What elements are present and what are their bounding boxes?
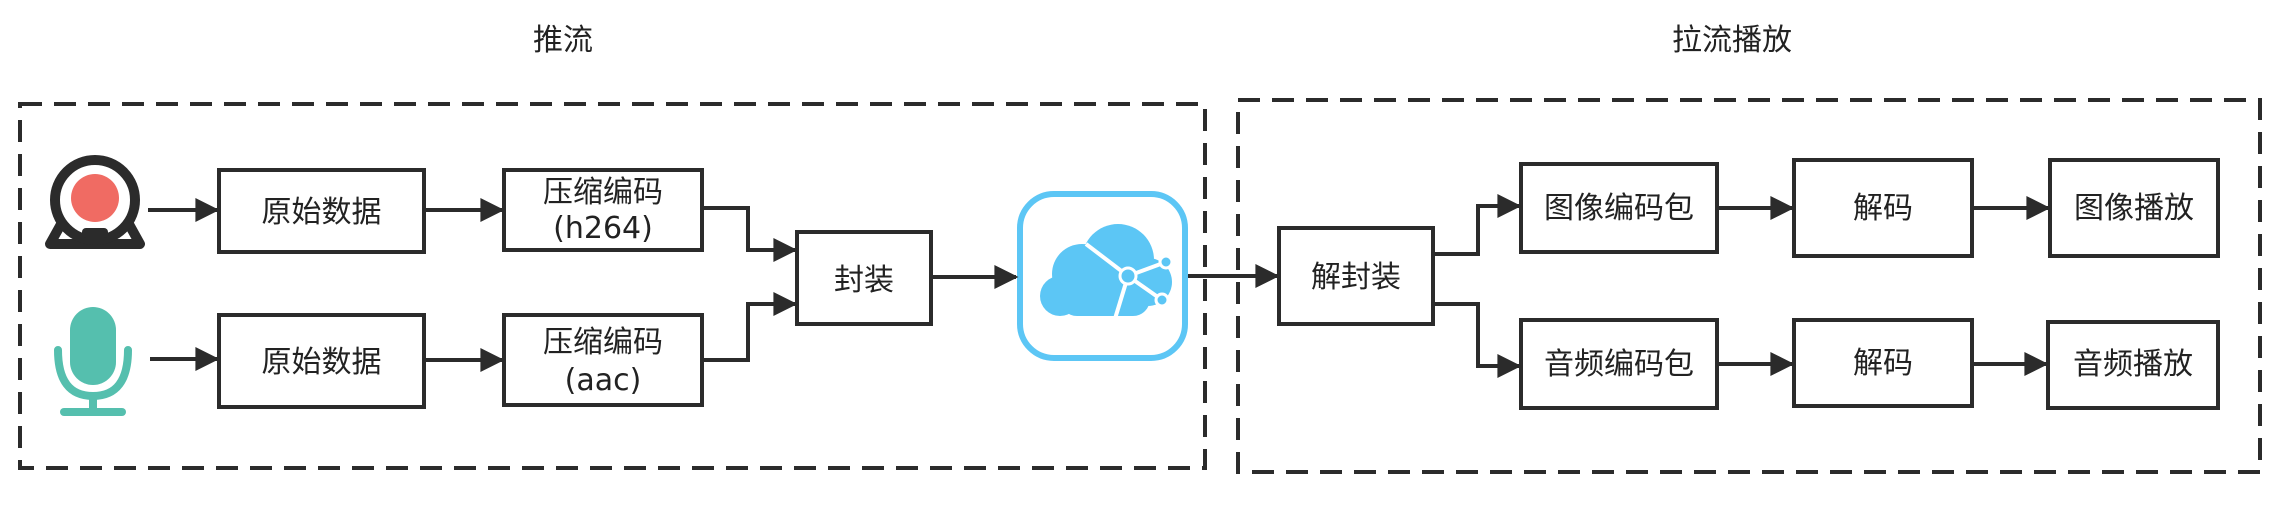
svg-text:图像播放: 图像播放 xyxy=(2074,191,2194,226)
cloud-server-icon xyxy=(1017,191,1188,361)
push-group-title: 推流 xyxy=(533,23,593,58)
mux-node: 封装 xyxy=(795,230,933,326)
svg-text:音频播放: 音频播放 xyxy=(2073,347,2193,382)
pull-group-title: 拉流播放 xyxy=(1672,23,1792,58)
audio-packet-node: 音频编码包 xyxy=(1519,318,1719,410)
decode-video-node: 解码 xyxy=(1792,158,1974,258)
webcam-icon xyxy=(45,155,145,249)
svg-text:原始数据: 原始数据 xyxy=(262,195,382,230)
edge-demux-to-audio-packet xyxy=(1433,302,1522,378)
svg-text:压缩编码: 压缩编码 xyxy=(543,175,663,210)
push-group xyxy=(18,102,1207,470)
decode-audio-node: 解码 xyxy=(1792,318,1974,408)
microphone-icon xyxy=(54,307,132,416)
pull-group xyxy=(1236,98,2262,474)
svg-text:原始数据: 原始数据 xyxy=(262,345,382,380)
svg-text:解码: 解码 xyxy=(1853,191,1913,226)
svg-text:解码: 解码 xyxy=(1853,346,1913,381)
edge-demux-to-video-packet xyxy=(1433,194,1522,256)
svg-text:压缩编码: 压缩编码 xyxy=(543,325,663,360)
svg-text:解封装: 解封装 xyxy=(1311,260,1401,295)
video-packet-node: 图像编码包 xyxy=(1519,162,1719,254)
demux-node: 解封装 xyxy=(1277,226,1435,326)
compress-video-node: 压缩编码 (h264) xyxy=(502,168,704,252)
svg-text:音频编码包: 音频编码包 xyxy=(1544,347,1694,382)
svg-text:(h264): (h264) xyxy=(553,211,653,246)
video-play-node: 图像播放 xyxy=(2048,158,2220,258)
audio-play-node: 音频播放 xyxy=(2046,320,2220,410)
svg-text:封装: 封装 xyxy=(834,263,894,298)
raw-video-node: 原始数据 xyxy=(217,168,426,254)
edge-compress-video-to-mux xyxy=(702,206,798,262)
edge-compress-audio-to-mux xyxy=(702,292,798,362)
svg-text:图像编码包: 图像编码包 xyxy=(1544,191,1694,226)
raw-audio-node: 原始数据 xyxy=(217,313,426,409)
compress-audio-node: 压缩编码 (aac) xyxy=(502,313,704,407)
svg-text:(aac): (aac) xyxy=(565,363,642,398)
